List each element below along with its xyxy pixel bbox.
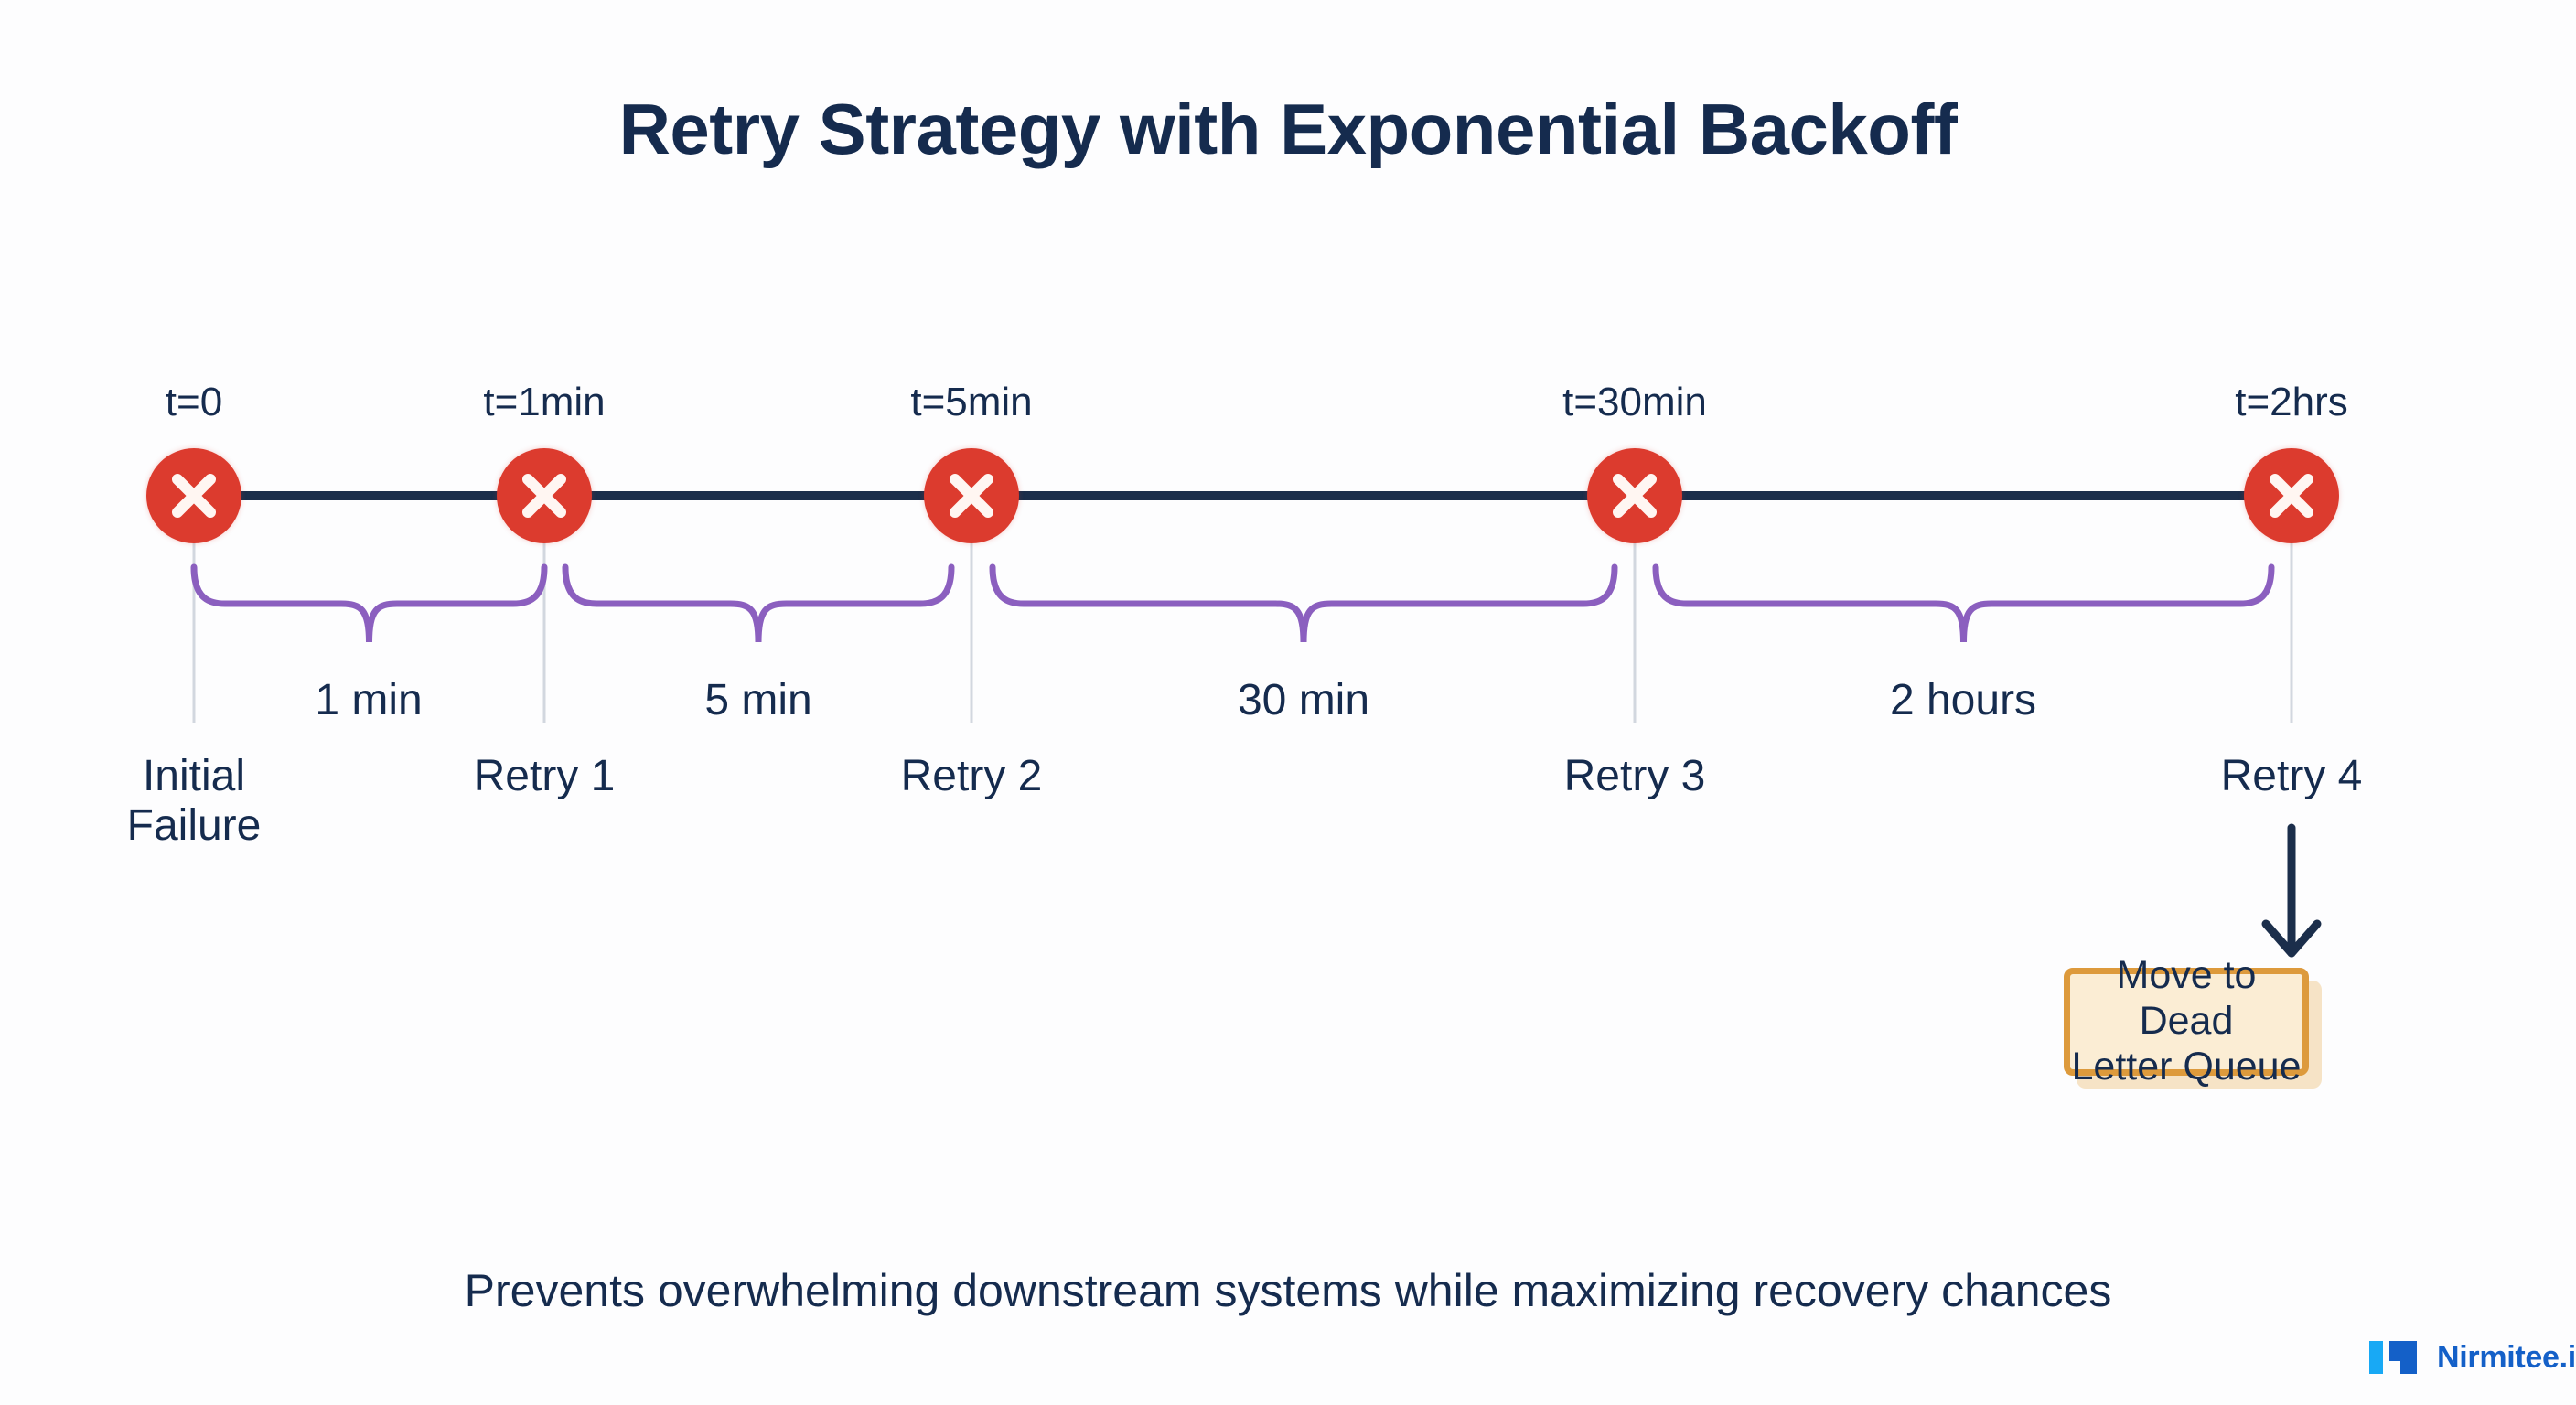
timeline-node-1[interactable] — [146, 448, 242, 543]
gap-duration-label-2-line-1: 5 min — [704, 676, 812, 724]
page-title: Retry Strategy with Exponential Backoff — [618, 89, 1958, 169]
node-name-label-3-line-1: Retry 2 — [900, 752, 1043, 800]
dead-letter-arrow-head-icon — [2261, 919, 2322, 958]
timeline-node-5[interactable] — [2244, 448, 2339, 543]
node-name-label-2-line-1: Retry 1 — [473, 752, 616, 800]
timeline-node-2[interactable] — [497, 448, 592, 543]
gap-duration-label-1: 1 min — [315, 675, 422, 725]
failure-x-icon — [950, 474, 993, 518]
node-name-label-1-line-2: Failure — [126, 800, 262, 850]
node-name-label-3: Retry 2 — [901, 752, 1043, 801]
node-time-label-3-line-1: t=5min — [910, 380, 1033, 424]
node-name-label-5: Retry 4 — [2221, 752, 2363, 801]
gap-duration-label-1-line-1: 1 min — [315, 676, 423, 724]
failure-x-icon — [172, 474, 216, 518]
interval-brace-1 — [190, 563, 548, 643]
interval-brace-4 — [1652, 563, 2275, 643]
node-time-label-3: t=5min — [910, 380, 1032, 425]
node-name-label-1-line-1: Initial — [142, 752, 246, 800]
failure-x-icon — [1613, 474, 1657, 518]
node-name-label-5-line-1: Retry 4 — [2220, 752, 2363, 800]
dead-letter-queue-label-line-1: Move to Dead — [2116, 953, 2257, 1044]
node-time-label-5-line-1: t=2hrs — [2235, 380, 2348, 424]
gap-duration-label-4-line-1: 2 hours — [1889, 676, 2037, 724]
interval-braces — [190, 563, 2275, 643]
node-time-label-2: t=1min — [483, 380, 605, 425]
timeline-node-3[interactable] — [924, 448, 1019, 543]
gap-duration-label-3: 30 min — [1238, 675, 1369, 725]
brand-logo[interactable]: Nirmitee.io — [2369, 1337, 2576, 1378]
node-time-label-5: t=2hrs — [2235, 380, 2348, 425]
node-name-label-2: Retry 1 — [474, 752, 616, 801]
gap-duration-label-4: 2 hours — [1890, 675, 2036, 725]
brand-logo-text: Nirmitee.io — [2437, 1339, 2576, 1375]
node-time-label-1: t=0 — [166, 380, 222, 425]
node-name-label-4: Retry 3 — [1564, 752, 1706, 801]
footer-note: Prevents overwhelming downstream systems… — [464, 1265, 2112, 1316]
interval-brace-3 — [989, 563, 1618, 643]
failure-x-icon — [522, 474, 566, 518]
timeline-node-4[interactable] — [1587, 448, 1682, 543]
gap-duration-label-2: 5 min — [704, 675, 811, 725]
dead-letter-arrow — [2261, 823, 2322, 958]
gap-duration-label-3-line-1: 30 min — [1237, 676, 1370, 724]
node-time-label-4: t=30min — [1562, 380, 1707, 425]
node-time-label-2-line-1: t=1min — [483, 380, 606, 424]
node-time-label-4-line-1: t=30min — [1562, 380, 1707, 424]
node-time-label-1-line-1: t=0 — [165, 380, 223, 424]
nirmitee-logo-mark-icon — [2369, 1341, 2417, 1374]
node-name-label-4-line-1: Retry 3 — [1563, 752, 1706, 800]
failure-x-icon — [2270, 474, 2313, 518]
dead-letter-queue-label-line-2: Letter Queue — [2071, 1044, 2302, 1089]
interval-brace-2 — [562, 563, 955, 643]
